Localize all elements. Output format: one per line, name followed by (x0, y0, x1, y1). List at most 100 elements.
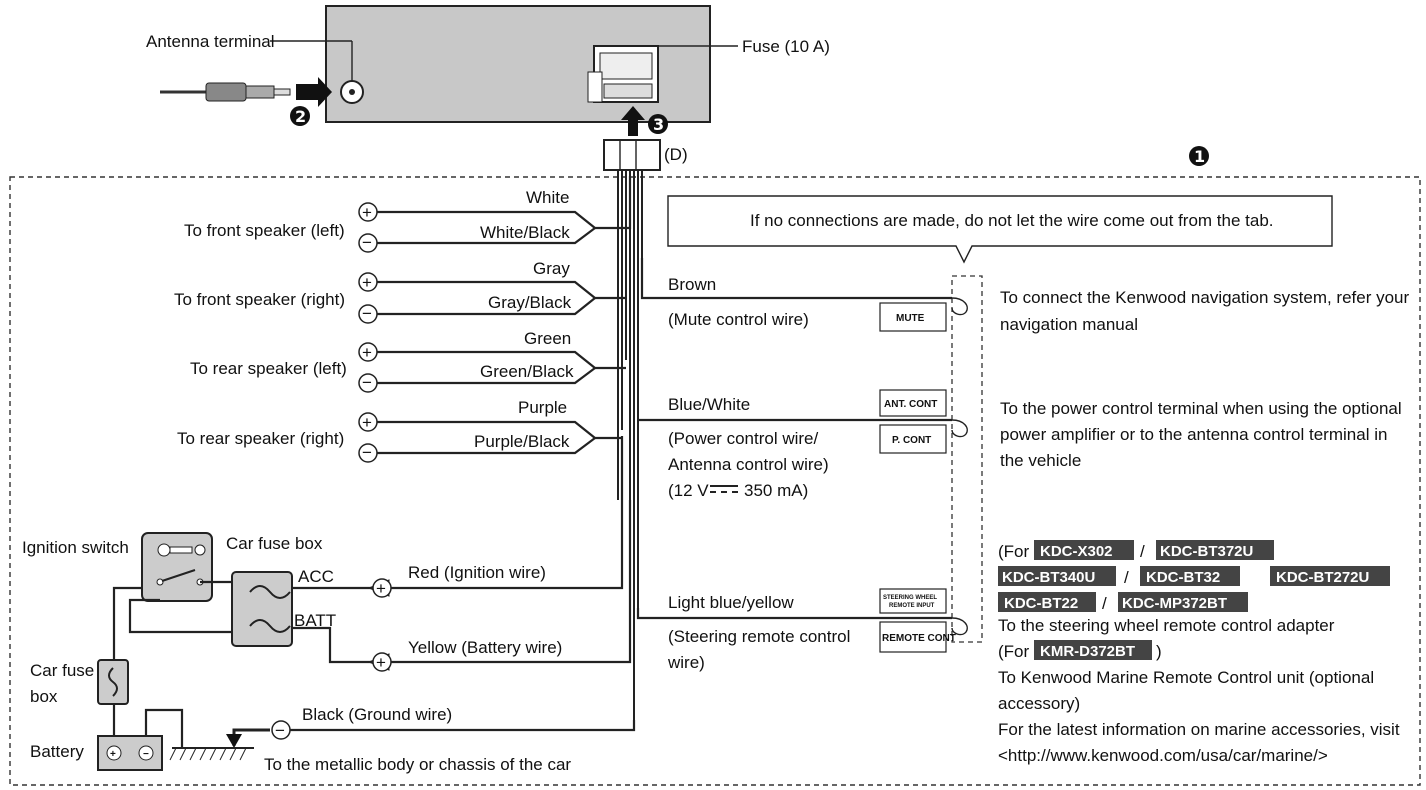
svg-text:Purple: Purple (518, 398, 567, 417)
svg-text:−: − (362, 233, 372, 252)
svg-text:REMOTE INPUT: REMOTE INPUT (889, 603, 935, 609)
fuse-label: Fuse (10 A) (742, 37, 830, 56)
svg-text:box: box (30, 687, 58, 706)
svg-text:power amplifier or to the ante: power amplifier or to the antenna contro… (1000, 425, 1387, 444)
svg-text:To rear speaker (right): To rear speaker (right) (177, 429, 344, 448)
ant-cont-tab (879, 389, 947, 417)
svg-text:Light blue/yellow: Light blue/yellow (668, 593, 794, 612)
power-section: Ignition switch Car fuse box ACC BATT + … (22, 436, 636, 774)
svg-text:To Kenwood Marine Remote Contr: To Kenwood Marine Remote Control unit (o… (998, 668, 1374, 687)
svg-text:Gray: Gray (533, 259, 570, 278)
svg-text:KDC-X302: KDC-X302 (1040, 543, 1113, 560)
steering-wire: Light blue/yellow (Steering remote contr… (636, 540, 1400, 765)
svg-text:(For: (For (998, 642, 1030, 661)
svg-text:/: / (1140, 542, 1145, 561)
harness-connector (603, 139, 661, 171)
svg-text:accessory): accessory) (998, 694, 1080, 713)
speaker-rear-right: To rear speaker (right) + − Purple Purpl… (177, 398, 622, 463)
svg-text:+: + (362, 203, 372, 222)
harness-frame (9, 176, 1421, 786)
svg-text:To the steering wheel remote c: To the steering wheel remote control ada… (998, 616, 1335, 635)
svg-text:ACC: ACC (298, 567, 334, 586)
svg-text:To front speaker (right): To front speaker (right) (174, 290, 345, 309)
wire-bundle (617, 170, 643, 728)
svg-text:MUTE: MUTE (896, 313, 925, 324)
svg-text:2: 2 (295, 107, 306, 126)
svg-text:Gray/Black: Gray/Black (488, 293, 572, 312)
svg-text:KDC-MP372BT: KDC-MP372BT (1122, 595, 1227, 612)
steering-input-tab (879, 588, 947, 614)
speaker-front-left: To front speaker (left) + − White White/… (184, 176, 632, 253)
dc-symbol-icon (710, 485, 738, 493)
svg-text:): ) (1156, 642, 1162, 661)
svg-text:Yellow (Battery wire): Yellow (Battery wire) (408, 638, 562, 657)
step-3-badge (648, 114, 668, 134)
svg-text:Red (Ignition wire): Red (Ignition wire) (408, 563, 546, 582)
svg-text:−: − (362, 304, 372, 323)
connector-label: (D) (664, 145, 688, 164)
step-1-badge (1189, 146, 1209, 166)
svg-text:+: + (362, 343, 372, 362)
svg-text:−: − (275, 721, 285, 740)
svg-text:P. CONT: P. CONT (892, 435, 931, 446)
svg-text:+: + (376, 653, 386, 672)
svg-text:KDC-BT32: KDC-BT32 (1146, 569, 1220, 586)
car-fuse-box-icon (231, 571, 293, 647)
svg-text:−: − (143, 749, 149, 760)
svg-text:KDC-BT340U: KDC-BT340U (1002, 569, 1095, 586)
svg-text:<http://www.kenwood.com/usa/ca: <http://www.kenwood.com/usa/car/marine/> (998, 746, 1328, 765)
svg-text:To the power control terminal: To the power control terminal when using… (1000, 399, 1402, 418)
svg-text:(12 V: (12 V (668, 481, 709, 500)
svg-text:KMR-D372BT: KMR-D372BT (1040, 643, 1135, 660)
mute-tab (879, 302, 947, 332)
speaker-rear-left: To rear speaker (left) + − Green Green/B… (190, 329, 626, 393)
svg-text:Brown: Brown (668, 275, 716, 294)
svg-text:(Steering remote control: (Steering remote control (668, 627, 850, 646)
fuse-connector (587, 45, 659, 103)
svg-text:(For: (For (998, 542, 1030, 561)
svg-text:STEERING WHEEL: STEERING WHEEL (883, 595, 937, 601)
svg-text:wire): wire) (667, 653, 705, 672)
svg-text:Purple/Black: Purple/Black (474, 432, 570, 451)
svg-text:+: + (362, 413, 372, 432)
antenna-plug-icon (160, 82, 291, 102)
svg-text:+: + (376, 579, 386, 598)
svg-text:KDC-BT272U: KDC-BT272U (1276, 569, 1369, 586)
svg-text:Car fuse: Car fuse (30, 661, 94, 680)
svg-text:the vehicle: the vehicle (1000, 451, 1081, 470)
note-callout (667, 195, 1333, 264)
svg-text:To front speaker (left): To front speaker (left) (184, 221, 345, 240)
svg-text:350 mA): 350 mA) (744, 481, 808, 500)
svg-text:Car fuse box: Car fuse box (226, 534, 323, 553)
remote-cont-tab (879, 621, 947, 653)
svg-text:−: − (362, 443, 372, 462)
svg-text:Black (Ground wire): Black (Ground wire) (302, 705, 452, 724)
svg-text:Antenna control wire): Antenna control wire) (668, 455, 829, 474)
svg-text:For the latest information on: For the latest information on marine acc… (998, 720, 1400, 739)
svg-text:3: 3 (653, 115, 664, 134)
brown-wire: Brown (Mute control wire) MUTE To connec… (640, 258, 1410, 334)
ignition-switch-icon (141, 532, 213, 602)
svg-text:(Power control wire/: (Power control wire/ (668, 429, 818, 448)
svg-text:KDC-BT372U: KDC-BT372U (1160, 543, 1253, 560)
note-text: If no connections are made, do not let t… (750, 211, 1274, 230)
insert-arrow-icon (621, 106, 645, 136)
svg-text:Battery: Battery (30, 742, 84, 761)
blue-white-wire: Blue/White (Power control wire/ Antenna … (638, 389, 1402, 500)
svg-text:Blue/White: Blue/White (668, 395, 750, 414)
svg-text:REMOTE CONT: REMOTE CONT (882, 633, 956, 644)
tab-area (951, 275, 983, 643)
svg-text:ANT. CONT: ANT. CONT (884, 399, 937, 410)
svg-text:/: / (1124, 568, 1129, 587)
svg-text:(Mute control wire): (Mute control wire) (668, 310, 809, 329)
svg-text:navigation manual: navigation manual (1000, 315, 1138, 334)
svg-text:White: White (526, 188, 569, 207)
svg-text:KDC-BT22: KDC-BT22 (1004, 595, 1078, 612)
svg-text:/: / (1102, 594, 1107, 613)
arrow-icon (296, 77, 332, 107)
svg-text:White/Black: White/Black (480, 223, 570, 242)
svg-text:Green: Green (524, 329, 571, 348)
svg-text:+: + (362, 273, 372, 292)
step-2-badge (290, 106, 310, 126)
speaker-front-right: To front speaker (right) + − Gray Gray/B… (174, 259, 626, 324)
